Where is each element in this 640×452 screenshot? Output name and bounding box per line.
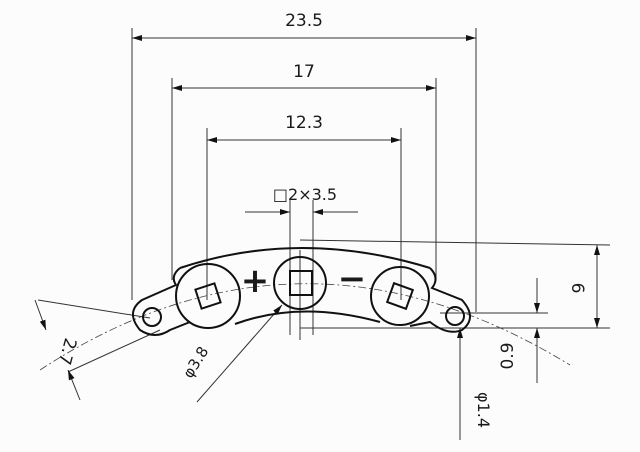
dim-line-2-7 [34, 299, 47, 331]
contact-part [132, 247, 471, 336]
leader-3-8 [196, 304, 283, 403]
negative-sign: − [338, 259, 367, 299]
dim-center-hole: φ3.8 [179, 343, 212, 381]
center-arc [39, 283, 571, 371]
dim-6: 6 [567, 283, 587, 294]
extension-lines [131, 28, 611, 335]
dim-12-3: 12.3 [285, 113, 323, 133]
dim-2-7: 2.7 [54, 336, 80, 367]
dim-17: 17 [293, 62, 315, 82]
dim-0-9: 0.9 [498, 342, 518, 369]
dim-end-hole: φ1.4 [474, 392, 493, 428]
positive-sign: + [241, 261, 270, 301]
dim-square-hole: □2×3.5 [273, 185, 337, 204]
dim-23-5: 23.5 [285, 11, 323, 31]
